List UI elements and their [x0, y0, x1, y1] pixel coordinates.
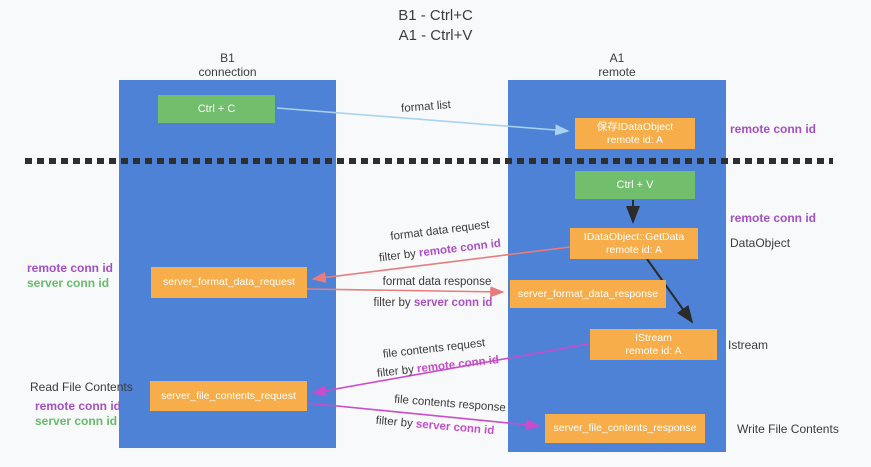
node-ctrl-c-label: Ctrl + C: [197, 102, 236, 115]
node-idataobject-getdata-line2: remote id: A: [605, 243, 663, 256]
title-line-2: A1 - Ctrl+V: [398, 27, 473, 44]
node-server-file-contents-request-label: server_file_contents_request: [161, 389, 296, 402]
node-ctrl-c: Ctrl + C: [158, 95, 275, 123]
title-line-1: B1 - Ctrl+C: [398, 7, 473, 24]
filter-prefix: filter by: [373, 297, 414, 309]
lifeline-a1-name: A1: [609, 51, 625, 65]
node-server-file-contents-response: server_file_contents_response: [545, 414, 705, 443]
annotation-dataobject: DataObject: [730, 236, 791, 250]
lifeline-header-b1: B1 connection: [119, 51, 336, 79]
annotation-istream: Istream: [728, 338, 769, 352]
node-ctrl-v-label: Ctrl + V: [616, 178, 654, 191]
annotation-server-conn-id-left-1: server conn id: [27, 276, 110, 290]
edge-label-format-data-response: format data response: [382, 276, 492, 288]
node-idataobject-getdata-line1: IDataObject::GetData: [583, 230, 685, 243]
lifeline-b1-name: B1: [220, 51, 235, 65]
node-istream: IStream remote id: A: [590, 329, 717, 360]
node-server-format-data-response: server_format_data_response: [510, 280, 666, 308]
lifeline-a1-role: remote: [598, 65, 636, 79]
lifeline-b1-role: connection: [198, 65, 257, 79]
arrow-format-data-response: [306, 286, 505, 298]
arrow-file-contents-response: [306, 402, 541, 431]
node-server-format-data-request-label: server_format_data_request: [163, 276, 295, 288]
node-server-format-data-response-label: server_format_data_response: [517, 287, 659, 300]
arrow-file-contents-request: [311, 343, 589, 397]
arrow-format-list: [276, 107, 570, 136]
node-save-dataobject: 保存IDataObject remote id: A: [575, 118, 695, 149]
node-save-dataobject-line1: 保存IDataObject: [596, 120, 674, 133]
annotation-remote-conn-id-right-1: remote conn id: [730, 122, 817, 136]
diagram-title: B1 - Ctrl+C A1 - Ctrl+V: [0, 6, 871, 46]
node-istream-line2: remote id: A: [625, 344, 682, 357]
edge-label-format-data-response-filter: filter by server conn id: [374, 297, 493, 309]
annotation-remote-conn-id-left-1: remote conn id: [27, 261, 114, 275]
annotation-write-file-contents: Write File Contents: [737, 422, 839, 436]
arrow-getdata-to-istream: [646, 258, 694, 324]
node-istream-line1: IStream: [635, 331, 672, 344]
annotation-remote-conn-id-right-2: remote conn id: [730, 211, 817, 225]
annotation-read-file-contents: Read File Contents: [30, 380, 133, 394]
node-idataobject-getdata: IDataObject::GetData remote id: A: [570, 228, 698, 259]
node-ctrl-v: Ctrl + V: [575, 171, 695, 199]
node-server-file-contents-request: server_file_contents_request: [150, 381, 307, 411]
node-server-file-contents-response-label: server_file_contents_response: [553, 422, 697, 434]
node-save-dataobject-line2: remote id: A: [606, 133, 664, 146]
filter-highlight-server-conn-id: server conn id: [413, 297, 493, 309]
separator-dashed-line: [25, 158, 833, 164]
node-server-format-data-request: server_format_data_request: [151, 267, 307, 298]
arrow-format-data-request: [311, 246, 571, 283]
annotation-server-conn-id-left-2: server conn id: [35, 414, 118, 428]
annotation-remote-conn-id-left-2: remote conn id: [35, 399, 122, 413]
lifeline-header-a1: A1 remote: [508, 51, 726, 79]
